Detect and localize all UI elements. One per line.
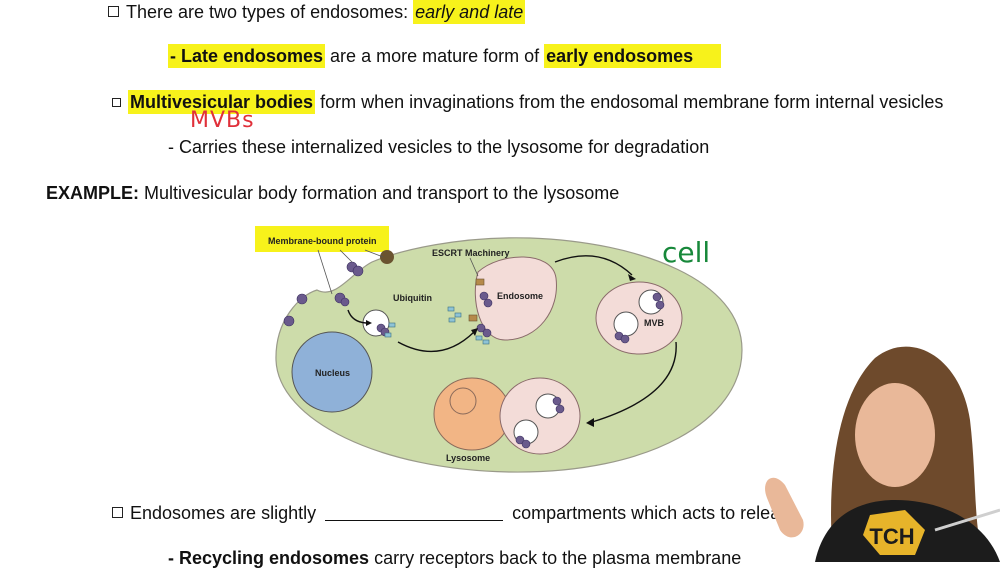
bullet-text: There are two types of endosomes: [126,2,414,22]
text-and: and [454,2,495,22]
shirt-logo-text: TCH [869,524,914,549]
term-late: late [494,2,524,22]
bullet-text: form when invaginations from the endosom… [315,92,944,112]
escrt-complex [468,314,478,322]
sub-bullet-late-endosomes: - Late endosomes are a more mature form … [168,44,722,68]
checkbox-bullet [112,507,123,518]
presenter-face [855,383,935,487]
label-lysosome: Lysosome [446,453,490,463]
term-late-endosomes: Late endosomes [181,46,324,66]
checkbox-bullet [108,6,119,17]
bullet-mvb: Multivesicular bodies form when invagina… [112,90,944,114]
dash: - [170,46,181,66]
term-early: early [415,2,455,22]
label-pointers [317,249,479,295]
term-multivesicular-bodies: Multivesicular bodies [128,90,316,114]
label-membrane-protein: Membrane-bound protein [268,236,377,246]
fusing-mvb [499,377,581,455]
term-recycling-endosomes: - Recycling endosomes [168,548,370,568]
degrading-vesicle [449,387,477,415]
shirt-logo [863,510,925,555]
membrane-proteins [283,261,665,449]
fill-in-blank [325,506,504,521]
bullet-endosomes-compartments: Endosomes are slightly compartments whic… [112,503,799,524]
checkbox-bullet [112,98,121,107]
handwritten-mvbs: MVBs [190,108,255,133]
arrow-heads [366,274,636,427]
brown-protein [380,250,394,264]
label-escrt: ESCRT Machinery [432,248,510,258]
sub-bullet-text: carry receptors back to the plasma membr… [369,548,742,568]
label-highlight [255,226,389,252]
ubiquitin-tags [384,306,490,345]
label-nucleus: Nucleus [315,368,350,378]
lysosome [433,377,511,451]
bullet-text: Endosomes are slightly [130,503,322,523]
example-heading: EXAMPLE: Multivesicular body formation a… [46,183,619,204]
handwritten-cell: cell [662,236,711,269]
example-label: EXAMPLE: [46,183,140,203]
presenter-video: TCH [765,346,1000,562]
mvb [595,281,683,355]
highlight-early-late: early and late [413,0,526,24]
presenter-hand [765,477,804,538]
highlight-late-endosomes: - Late endosomes [168,44,326,68]
sub-bullet-text: are a more mature form of [325,46,545,66]
label-endosome: Endosome [497,291,543,301]
term-early-endosomes: early endosomes [544,44,722,68]
sub-bullet-recycling: - Recycling endosomes carry receptors ba… [168,548,741,569]
bullet-endosome-types: There are two types of endosomes: early … [108,0,526,24]
sub-bullet-carries: - Carries these internalized vesicles to… [168,137,710,157]
escrt-complex [475,278,485,286]
label-ubiquitin: Ubiquitin [393,293,432,303]
bullet-text-suffix: compartments which acts to release [507,503,800,523]
example-text: Multivesicular body formation and transp… [139,183,620,203]
presenter-pen [934,508,1000,532]
nucleus [291,331,373,413]
transport-arrows [347,255,677,423]
endosome [474,256,557,341]
label-mvb: MVB [644,318,665,328]
